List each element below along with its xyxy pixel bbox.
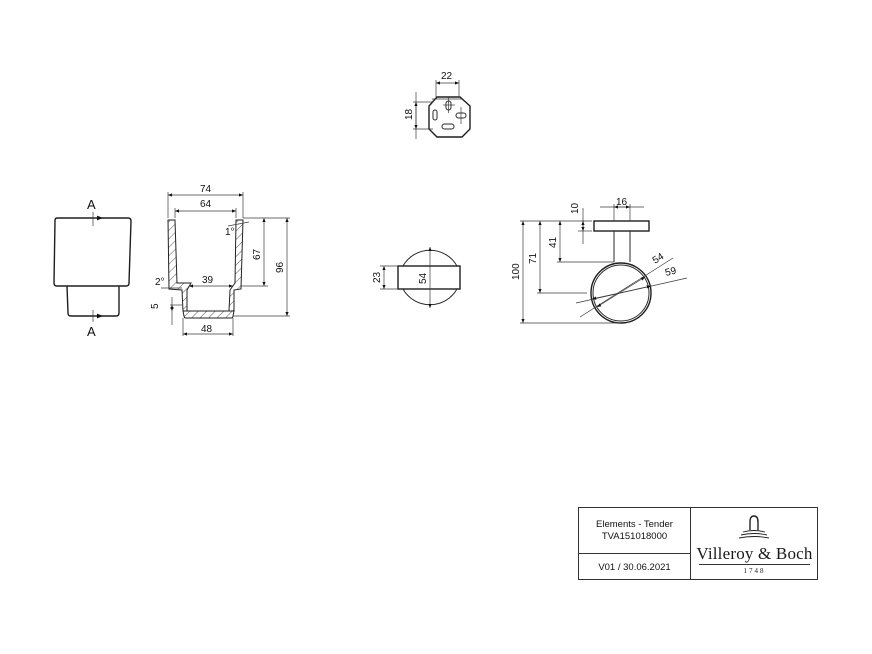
dim-draft-bottom: 2°: [155, 277, 165, 288]
dim-outer-diameter: 59: [664, 265, 678, 278]
dim-ring-center: 71: [528, 252, 539, 264]
version-date: V01 / 30.06.2021: [598, 561, 671, 573]
dim-band-height: 23: [372, 271, 383, 283]
dim-holder-total-height: 100: [511, 263, 522, 280]
dim-draft-top: 1°: [225, 227, 235, 238]
dim-total-height: 96: [275, 261, 286, 273]
dim-upper-depth: 67: [252, 248, 263, 260]
brand-block: Villeroy & Boch 1748: [691, 508, 818, 579]
front-ring-view: 54 23: [372, 247, 461, 308]
dim-base-width: 48: [201, 324, 213, 335]
dim-inner-diameter: 54: [651, 251, 667, 266]
section-view-a-a: 74 64 1° 2° 39 5 48 67 96: [150, 184, 290, 336]
brand-year: 1748: [743, 567, 766, 575]
dim-top-height: 18: [404, 108, 415, 120]
title-block: Elements - Tender TVA151018000 V01 / 30.…: [578, 507, 818, 580]
dim-base-thickness: 5: [150, 303, 161, 309]
article-number: TVA151018000: [601, 530, 668, 542]
brand-name: Villeroy & Boch: [696, 544, 813, 563]
dim-ring-diameter: 54: [418, 272, 429, 284]
dim-outer-width: 74: [200, 184, 212, 195]
dim-inner-width: 64: [200, 199, 212, 210]
brand-underline: [699, 564, 810, 565]
version-info: V01 / 30.06.2021: [579, 554, 690, 580]
dim-stem-length: 41: [548, 236, 559, 248]
dim-plate-thickness: 10: [570, 202, 581, 214]
section-label-top: A: [87, 197, 96, 212]
product-name: Elements - Tender: [596, 518, 673, 530]
side-view-tumbler: A A: [53, 197, 132, 339]
section-label-bottom: A: [87, 324, 96, 339]
top-view-mounting-plate: 22 18: [404, 71, 471, 139]
holder-side-view: 16 10 41 71 100 54 59: [511, 197, 688, 324]
dim-stem-width: 16: [616, 197, 628, 208]
dim-top-width: 22: [441, 71, 453, 82]
villeroy-boch-logo-icon: [738, 515, 770, 539]
product-info: Elements - Tender TVA151018000: [579, 508, 690, 554]
title-block-info: Elements - Tender TVA151018000 V01 / 30.…: [579, 508, 691, 579]
dim-step-width: 39: [202, 275, 214, 286]
